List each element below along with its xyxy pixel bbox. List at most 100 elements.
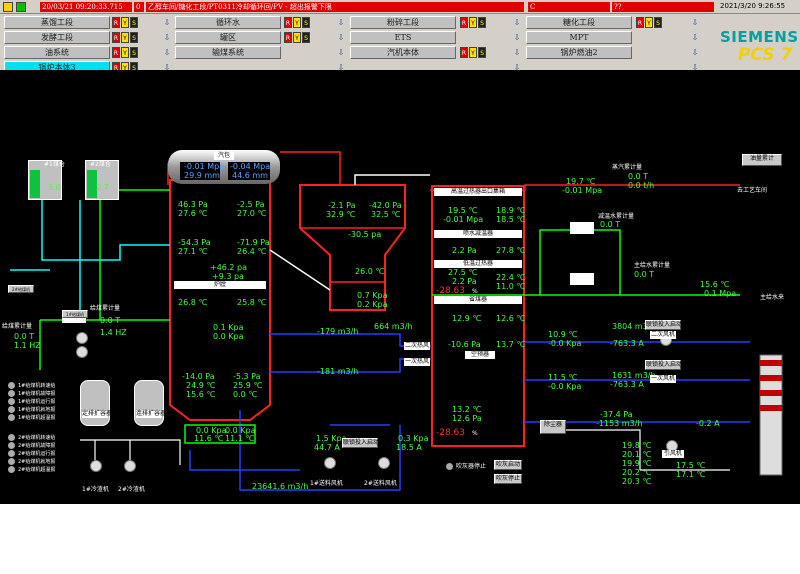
legend-dot	[8, 434, 15, 441]
fan1-interlock-button[interactable]: 联锁投入启动	[645, 320, 683, 330]
feeder2-fan-icon[interactable]	[378, 457, 390, 469]
alarm-ack-icon[interactable]	[16, 2, 26, 12]
arrow-down-icon[interactable]: ⇩	[690, 17, 700, 28]
nav-ranyou[interactable]: 锅炉燃油2	[526, 46, 632, 59]
arrow-down-icon[interactable]: ⇩	[336, 62, 346, 73]
feeder-interlock-button[interactable]: 联锁投入启动	[342, 438, 380, 448]
legend-dot	[8, 442, 15, 449]
arrow-down-icon[interactable]: ⇩	[336, 47, 346, 58]
steam-pressure: -0.01 Mpa	[562, 186, 603, 195]
fan4-b1: 17.5 ℃	[676, 461, 706, 470]
soot-start-button[interactable]: 吹灰启动	[494, 460, 522, 470]
sep-pressure-1: 0.7 Kpa	[357, 291, 388, 300]
sep-left-temp: 32.9 ℃	[326, 210, 356, 219]
feeder2-label: 2#送料风机	[364, 480, 397, 487]
coal-feeder-2-icon[interactable]	[76, 346, 88, 358]
furnace-press-l1: 46.3 Pa	[178, 200, 208, 209]
legend-item: 1#给煤机故障报	[8, 390, 68, 398]
legend-label: 1#给煤机就地报	[18, 407, 56, 413]
arrow-down-icon[interactable]: ⇩	[336, 32, 346, 43]
fan4-t3: 19.9 ℃	[622, 459, 652, 468]
nav-mpt[interactable]: MPT	[526, 31, 632, 44]
alarm-tertiary[interactable]: ??	[612, 2, 714, 12]
tail-v5-temp: 13.7 ℃	[496, 340, 526, 349]
fan1-current: -763.3 A	[610, 339, 644, 348]
dust-collector[interactable]: 除尘器	[540, 420, 566, 434]
feeder1-current: 44.7 A	[314, 443, 340, 452]
coal-feeder-2-state[interactable]: 2#给煤机	[8, 285, 34, 293]
piping-diagram	[10, 151, 783, 491]
primary-fan-label: 一次风机	[650, 375, 676, 383]
nav-qiji[interactable]: 汽机本体	[350, 46, 456, 59]
nav-xunhuanshui[interactable]: 循环水	[175, 16, 281, 29]
nav-tanghua[interactable]: 糖化工段	[526, 16, 632, 29]
furnace-press-l2: -54.3 Pa	[178, 238, 211, 247]
blowdown-tank-2[interactable]	[134, 380, 164, 426]
legend-label: 2#给煤机转速给	[18, 435, 56, 441]
nav-fensui[interactable]: 粉碎工段	[350, 16, 456, 29]
arrow-down-icon[interactable]: ⇩	[512, 47, 522, 58]
arrow-down-icon[interactable]: ⇩	[162, 47, 172, 58]
tail-title-spray: 喷水减温器	[434, 230, 522, 238]
coal-bunker-1-label: #1煤仓	[44, 161, 65, 168]
arrow-down-icon[interactable]: ⇩	[162, 32, 172, 43]
legend-dot	[8, 414, 15, 421]
fan2-interlock-button[interactable]: 联锁投入启动	[645, 360, 683, 370]
drum-left-panel	[180, 162, 220, 180]
brand-name: SIEMENS	[720, 28, 799, 46]
yellow-indicator: Y	[469, 47, 477, 58]
furnace-temp-r1: 27.0 ℃	[237, 209, 267, 218]
alarm-message[interactable]: 乙醇车间/糖化工段/PT0311冷却循环回/PV - 超出报警下限	[146, 2, 524, 12]
coal-feeder-1-icon[interactable]	[76, 332, 88, 344]
nav-ets[interactable]: ETS	[350, 31, 456, 44]
arrow-down-icon[interactable]: ⇩	[690, 32, 700, 43]
blowdown-tank-1[interactable]	[80, 380, 110, 426]
cold-slag-1-label: 1#冷渣机	[82, 486, 109, 493]
feeder1-fan-icon[interactable]	[324, 457, 336, 469]
coal-feeder-1-state[interactable]: 1#给煤机	[62, 310, 88, 318]
furnace-label: 炉膛	[174, 281, 266, 289]
soot-blower-status: 吹灰器停止	[456, 463, 487, 470]
arrow-down-icon[interactable]: ⇩	[690, 62, 700, 73]
cold-slag-2-label: 2#冷渣机	[118, 486, 145, 493]
bed-right-pressure: 0.0 Kpa	[225, 426, 256, 435]
coal-bunker-2-label: #2煤仓	[90, 161, 111, 168]
arrow-down-icon[interactable]: ⇩	[162, 17, 172, 28]
nav-shumei[interactable]: 输煤系统	[175, 46, 281, 59]
nav-youxitong[interactable]: 油系统	[4, 46, 110, 59]
cold-slag-2-icon[interactable]	[124, 460, 136, 472]
oil-total-button[interactable]: 油量累计	[742, 154, 782, 166]
coal-bunker-1-level	[30, 170, 40, 198]
arrow-down-icon[interactable]: ⇩	[336, 17, 346, 28]
status-indicator: S	[302, 17, 310, 28]
feeder2-press: 0.3 Kpa	[398, 434, 429, 443]
sep-right-press: -42.0 Pa	[369, 201, 402, 210]
arrow-down-icon[interactable]: ⇩	[690, 47, 700, 58]
furnace-low-temp-r2: 0.0 ℃	[233, 390, 258, 399]
fan1-press: -0.0 Kpa	[548, 339, 582, 348]
datetime: 2021/3/20 9:26:55	[720, 2, 786, 10]
sep-temp: 26.0 ℃	[355, 267, 385, 276]
sep-mid-press: -30.5 pa	[348, 230, 382, 239]
alarm-secondary[interactable]: C	[528, 2, 610, 12]
tail-v1-temp2: 18.9 ℃	[496, 206, 526, 215]
arrow-down-icon[interactable]: ⇩	[512, 17, 522, 28]
tail-v1-press: -0.01 Mpa	[443, 215, 484, 224]
nav-zhengliu[interactable]: 蒸馏工段	[4, 16, 110, 29]
spray-water-total: 0.0 T	[600, 220, 621, 229]
fan4-t2: 20.1 ℃	[622, 450, 652, 459]
soot-stop-button[interactable]: 吹灰停止	[494, 474, 522, 484]
nav-fajiao[interactable]: 发酵工段	[4, 31, 110, 44]
alarm-bell-icon[interactable]	[3, 2, 13, 12]
arrow-down-icon[interactable]: ⇩	[162, 62, 172, 73]
legend-item: 2#给煤机转速给	[8, 434, 68, 442]
furnace-diff-1: +46.2 pa	[210, 263, 248, 272]
main-water-total: 0.0 T	[634, 270, 655, 279]
cold-slag-1-icon[interactable]	[90, 460, 102, 472]
arrow-down-icon[interactable]: ⇩	[512, 32, 522, 43]
nav-guanqu[interactable]: 罐区	[175, 31, 281, 44]
fan3-flow: -1153 m3/h	[596, 419, 643, 428]
main-feedwater-label: 主给水来	[760, 294, 785, 301]
arrow-down-icon[interactable]: ⇩	[512, 62, 522, 73]
